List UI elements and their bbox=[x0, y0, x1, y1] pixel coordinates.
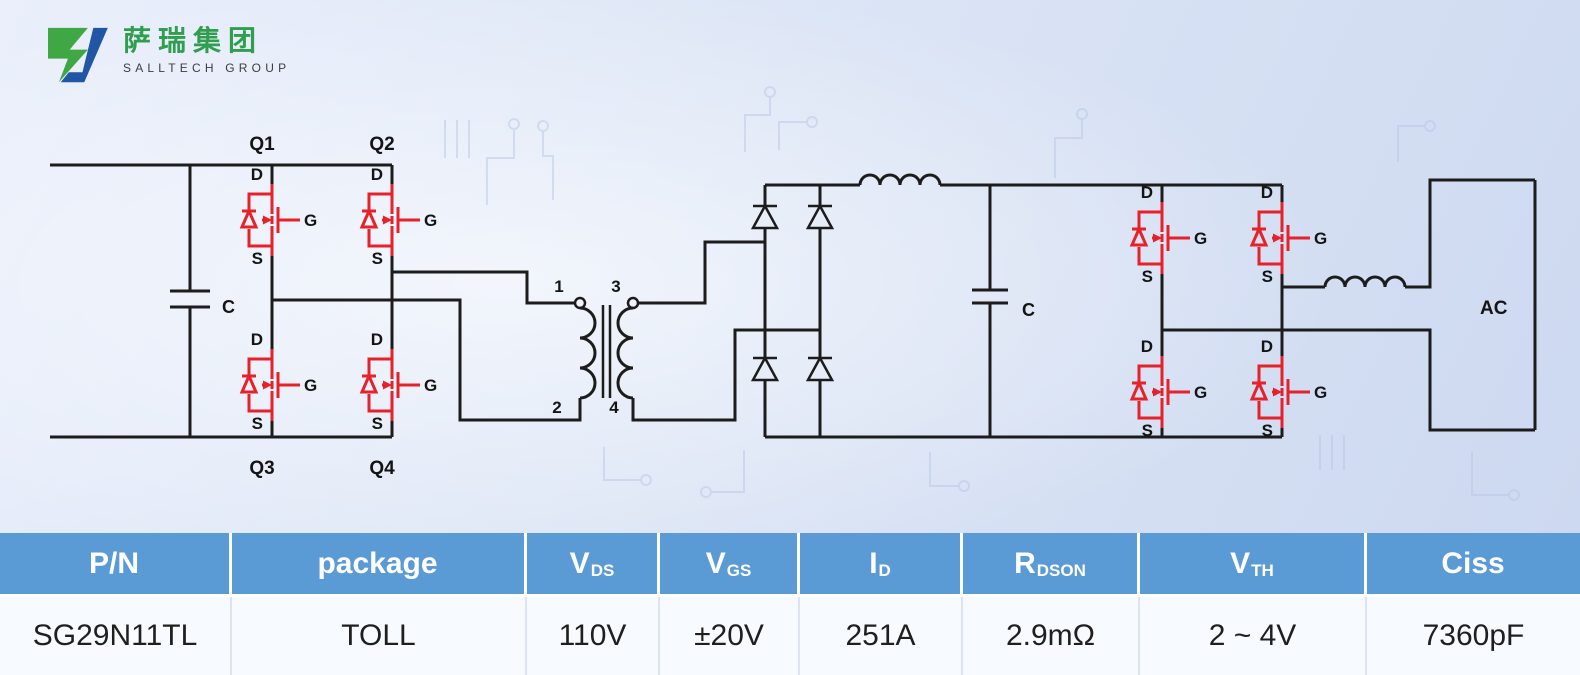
header-vgs-text: V bbox=[705, 546, 726, 580]
mosfet-out-2 bbox=[1250, 181, 1329, 288]
rectifier-diode-1 bbox=[751, 204, 779, 230]
background-circuit-traces bbox=[444, 86, 1520, 501]
cell-vth: 2 ~ 4V bbox=[1140, 597, 1367, 675]
cell-package: TOLL bbox=[232, 597, 527, 675]
header-cell-pn: P/N bbox=[0, 533, 232, 594]
logo-text: 萨瑞集团 SALLTECH GROUP bbox=[123, 25, 291, 75]
header-rdson-sub: DSON bbox=[1036, 560, 1086, 580]
dc-filter: C bbox=[765, 173, 1282, 439]
mosfet-q2 bbox=[360, 163, 439, 270]
dc-link-capacitor-label: C bbox=[222, 297, 235, 317]
mosfet-out-4 bbox=[1250, 335, 1329, 442]
header-package-text: package bbox=[317, 546, 438, 580]
rectifier-columns bbox=[763, 185, 822, 437]
header-vds-sub: DS bbox=[590, 560, 615, 580]
logo-english-name: SALLTECH GROUP bbox=[123, 60, 291, 75]
bridge-leg-wires bbox=[270, 165, 394, 437]
header-cell-ciss: Ciss bbox=[1367, 533, 1580, 594]
output-capacitor bbox=[972, 185, 1008, 437]
circuit-schematic: D G S bbox=[50, 86, 1537, 501]
mosfet-q4 bbox=[360, 328, 439, 435]
primary-winding bbox=[579, 306, 597, 400]
secondary-rectifier bbox=[631, 185, 834, 437]
header-vgs-sub: GS bbox=[726, 560, 752, 580]
pin3-to-rectifier-wire bbox=[638, 240, 765, 305]
output-bridge: AC bbox=[1160, 178, 1537, 437]
header-rdson-text: R bbox=[1014, 546, 1036, 580]
q2-label: Q2 bbox=[369, 134, 394, 155]
mosfet-out-1 bbox=[1130, 181, 1209, 288]
spec-table-data-row: SG29N11TL TOLL 110V ±20V 251A 2.9mΩ 2 ~ … bbox=[0, 597, 1580, 675]
output-inductor bbox=[1323, 275, 1407, 288]
dc-link-capacitor: C bbox=[170, 165, 235, 437]
input-bridge-wires bbox=[50, 163, 582, 439]
header-id-text: I bbox=[869, 546, 878, 580]
transformer-pin3-label: 3 bbox=[611, 277, 620, 296]
logo: 萨瑞集团 SALLTECH GROUP bbox=[44, 25, 291, 84]
transformer: 1 2 3 4 bbox=[552, 277, 640, 417]
mosfet-q1 bbox=[240, 163, 319, 270]
transformer-core bbox=[601, 305, 612, 398]
transformer-pin4-label: 4 bbox=[609, 398, 619, 417]
rectifier-diode-2 bbox=[806, 204, 834, 230]
rectifier-diode-3 bbox=[751, 356, 779, 382]
mosfet-out-3 bbox=[1130, 335, 1209, 442]
header-ciss-text: Ciss bbox=[1441, 546, 1505, 580]
filter-inductor bbox=[858, 173, 942, 186]
mosfet-q3 bbox=[240, 328, 319, 435]
output-capacitor-label: C bbox=[1022, 300, 1035, 320]
cell-pn: SG29N11TL bbox=[0, 597, 232, 675]
logo-chinese-name: 萨瑞集团 bbox=[123, 25, 264, 56]
header-vth-sub: TH bbox=[1251, 560, 1274, 580]
q4-label: Q4 bbox=[369, 458, 395, 479]
transformer-pin2-label: 2 bbox=[552, 398, 561, 417]
cell-ciss: 7360pF bbox=[1367, 597, 1580, 675]
leg1-to-primary-wire bbox=[272, 298, 582, 422]
cell-rdson: 2.9mΩ bbox=[963, 597, 1140, 675]
secondary-winding bbox=[616, 306, 634, 400]
q1-label: Q1 bbox=[249, 134, 275, 155]
ac-return-wire bbox=[1162, 328, 1535, 432]
cell-vgs: ±20V bbox=[660, 597, 800, 675]
ac-label: AC bbox=[1480, 298, 1508, 319]
rectifier-diode-4 bbox=[806, 356, 834, 382]
transistor-designators: Q1 Q2 Q3 Q4 bbox=[249, 134, 395, 479]
cell-vds: 110V bbox=[527, 597, 660, 675]
output-bridge-leg-wires bbox=[1160, 185, 1284, 437]
header-vds-text: V bbox=[569, 546, 590, 580]
header-pn-text: P/N bbox=[88, 546, 139, 580]
header-id-sub: D bbox=[878, 560, 891, 580]
pin4-to-rectifier-wire bbox=[631, 328, 820, 422]
header-cell-package: package bbox=[232, 533, 527, 594]
transformer-pin1-label: 1 bbox=[554, 277, 563, 296]
leg2-to-primary-wire bbox=[392, 270, 574, 305]
cell-id: 251A bbox=[800, 597, 963, 675]
q3-label: Q3 bbox=[249, 458, 274, 479]
salltech-logo-icon bbox=[48, 27, 108, 83]
ac-live-wire bbox=[1405, 178, 1535, 289]
header-vth-text: V bbox=[1230, 546, 1251, 580]
